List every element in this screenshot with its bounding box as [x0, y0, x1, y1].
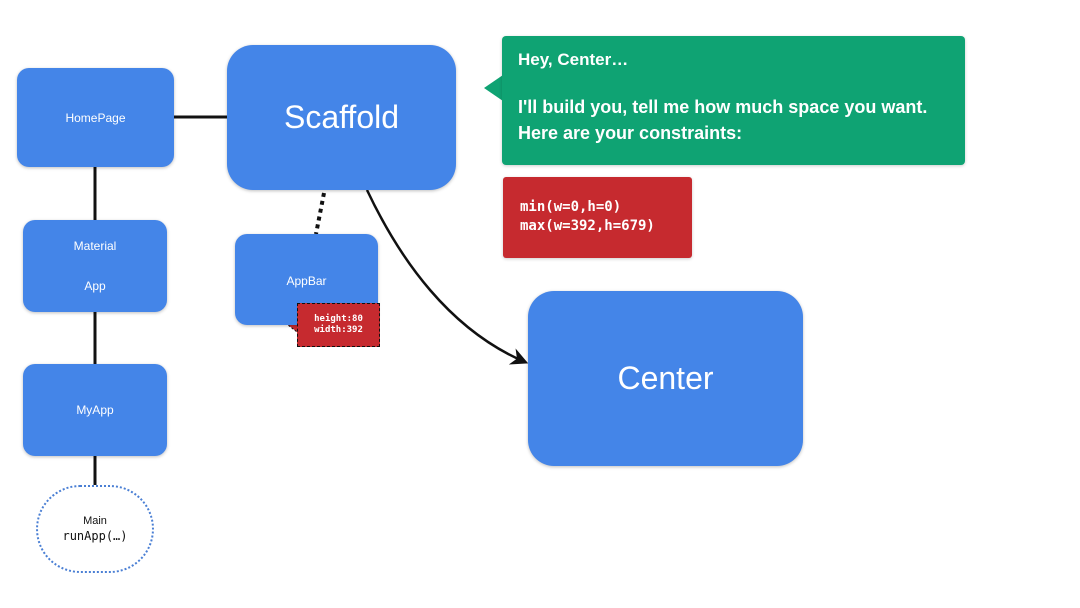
appbar-size-tag: height:80 width:392 — [297, 303, 380, 347]
node-main-label: Main — [83, 515, 107, 527]
node-myapp-label: MyApp — [76, 403, 114, 417]
appbar-height: height:80 — [314, 314, 363, 324]
speech-bubble-greeting: Hey, Center… — [518, 50, 629, 69]
link-scaffold-appbar — [314, 192, 326, 235]
node-main-code: runApp(…) — [62, 529, 128, 543]
arrow-scaffold-center — [365, 189, 529, 365]
node-homepage-label: HomePage — [65, 110, 126, 125]
speech-bubble: Hey, Center… I'll build you, tell me how… — [502, 36, 965, 165]
node-appbar-label: AppBar — [286, 274, 327, 288]
node-scaffold-label: Scaffold — [283, 99, 400, 135]
node-scaffold[interactable]: Scaffold — [227, 45, 456, 190]
node-center[interactable]: Center — [528, 291, 803, 466]
constraints-box: min(w=0,h=0) max(w=392,h=679) — [503, 177, 692, 258]
speech-bubble-message: I'll build you, tell me how much space y… — [518, 97, 928, 143]
node-material-app-label-line1: Material — [73, 239, 117, 253]
constraint-max: max(w=392,h=679) — [520, 218, 655, 234]
constraint-min: min(w=0,h=0) — [520, 199, 622, 215]
appbar-width: width:392 — [314, 325, 363, 335]
speech-bubble-tail — [484, 75, 503, 101]
node-myapp[interactable]: MyApp — [23, 364, 167, 456]
node-center-label: Center — [617, 360, 714, 396]
node-homepage[interactable]: HomePage — [17, 68, 174, 167]
node-material-app-label-line2: App — [84, 279, 106, 293]
node-material-app[interactable]: Material App — [23, 220, 167, 312]
node-main[interactable]: Main runApp(…) — [36, 485, 154, 573]
